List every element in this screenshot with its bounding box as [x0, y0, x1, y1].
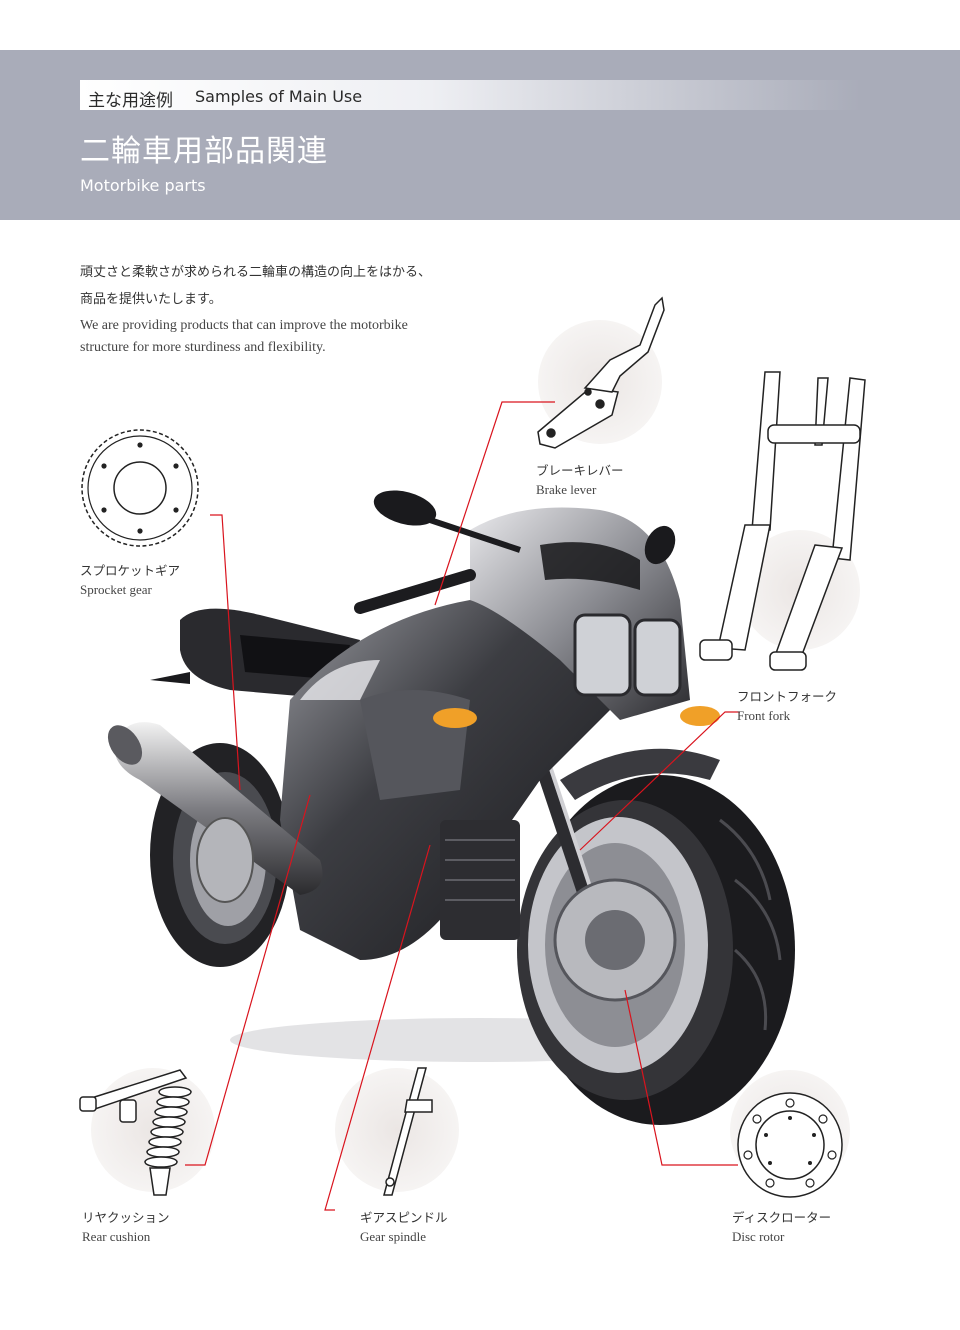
- rear-cushion-en: Rear cushion: [82, 1229, 151, 1244]
- intro-ja-line2: 商品を提供いたします。: [80, 292, 222, 307]
- intro-ja-line1: 頑丈さと柔軟さが求められる二輪車の構造の向上をはかる、: [80, 265, 432, 280]
- sprocket-gear-icon: [81, 429, 199, 547]
- category-bar: [80, 80, 860, 110]
- sprocket-gear-ja: スプロケットギア: [80, 563, 181, 578]
- header-band: [0, 50, 960, 220]
- motorbike-illustration: [107, 490, 795, 1125]
- rear-cushion-icon: [79, 1069, 192, 1196]
- gear-spindle-icon: [383, 1067, 433, 1196]
- brake-lever-icon: [537, 296, 665, 449]
- page-subtitle: Motorbike parts: [80, 176, 206, 195]
- disc-rotor-icon: [737, 1092, 843, 1198]
- gear-spindle-bg: [335, 1068, 459, 1192]
- front-fork-ja: フロントフォーク: [737, 689, 838, 704]
- leader-disc-rotor: [624, 989, 738, 1166]
- leader-front-fork: [579, 711, 740, 851]
- label-rear-cushion: リヤクッション Rear cushion: [82, 1207, 170, 1245]
- leader-lines: [185, 401, 740, 1211]
- label-gear-spindle: ギアスピンドル Gear spindle: [360, 1207, 448, 1245]
- label-disc-rotor: ディスクローター Disc rotor: [732, 1207, 831, 1245]
- intro-en-line2: structure for more sturdiness and flexib…: [80, 340, 326, 355]
- category-en: Samples of Main Use: [195, 87, 363, 106]
- label-front-fork: フロントフォーク Front fork: [737, 686, 837, 724]
- sprocket-gear-en: Sprocket gear: [80, 582, 152, 597]
- label-brake-lever: ブレーキレバー Brake lever: [536, 460, 624, 498]
- label-sprocket-gear: スプロケットギア Sprocket gear: [80, 560, 180, 598]
- brake-lever-ja: ブレーキレバー: [536, 463, 624, 478]
- category-ja: 主な用途例: [88, 91, 173, 111]
- disc-rotor-en: Disc rotor: [732, 1229, 785, 1244]
- front-fork-icon: [699, 371, 866, 671]
- leader-brake-lever: [434, 401, 555, 606]
- brake-lever-en: Brake lever: [536, 482, 597, 497]
- leader-rear-cushion: [185, 794, 311, 1166]
- intro-japanese: 頑丈さと柔軟さが求められる二輪車の構造の向上をはかる、 商品を提供いたします。: [80, 259, 510, 313]
- leader-gear-spindle: [324, 844, 431, 1211]
- gear-spindle-ja: ギアスピンドル: [360, 1210, 448, 1225]
- leader-sprocket-gear: [210, 514, 241, 791]
- intro-english: We are providing products that can impro…: [80, 315, 510, 359]
- rear-cushion-ja: リヤクッション: [82, 1210, 170, 1225]
- page-title: 二輪車用部品関連: [80, 134, 328, 169]
- front-fork-en: Front fork: [737, 708, 791, 723]
- intro-en-line1: We are providing products that can impro…: [80, 318, 408, 333]
- gear-spindle-en: Gear spindle: [360, 1229, 427, 1244]
- disc-rotor-ja: ディスクローター: [732, 1210, 832, 1225]
